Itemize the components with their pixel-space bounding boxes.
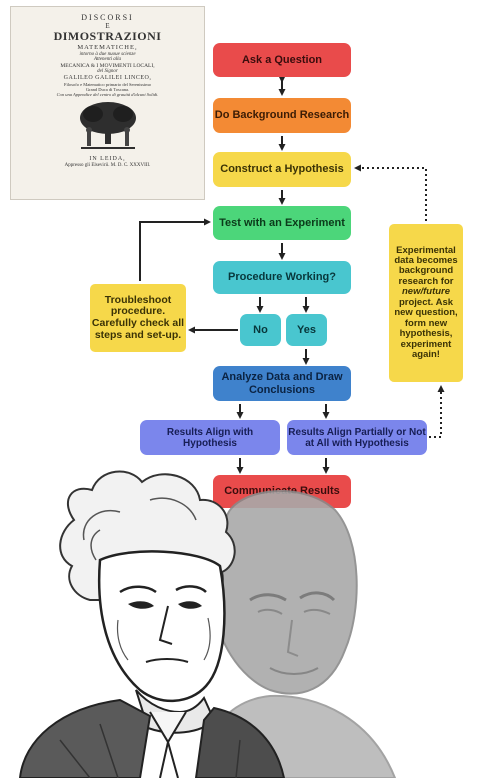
experimental-text-italic: new/future <box>401 286 451 298</box>
yes-box: Yes <box>286 314 327 346</box>
title-author: GALILEO GALILEI LINCEO, <box>63 75 152 82</box>
wojak-older-man-icon <box>18 470 286 778</box>
experimental-text-c: project. Ask new question, form new hypo… <box>394 296 458 360</box>
book-title-page: DISCORSI E DIMOSTRAZIONI MATEMATICHE, in… <box>10 6 205 200</box>
procedure-working-box: Procedure Working? <box>213 261 351 294</box>
title-line: intorno à due nuoue scienze <box>79 51 136 57</box>
no-box: No <box>240 314 281 346</box>
title-imprint: Appresso gli Elsevirii. M. D. C. XXXVIII… <box>64 163 151 169</box>
ask-question-box: Ask a Question <box>213 43 351 77</box>
title-line: DISCORSI <box>81 13 134 22</box>
title-main: DIMOSTRAZIONI <box>53 29 162 44</box>
dotted-arrow-partial-experimental <box>429 385 445 438</box>
title-line: E <box>105 22 110 31</box>
title-line: Grand Duca di Toscana. <box>85 87 130 93</box>
title-line: Attenenti alla <box>93 57 122 63</box>
experimental-text-a: Experimental data becomes background res… <box>394 244 458 287</box>
title-line: MATEMATICHE, <box>77 44 138 52</box>
title-line: MECANICA & I MOVIMENTI LOCALI, <box>60 63 155 69</box>
title-line: Filosofo e Matematico primario del Seren… <box>63 81 152 87</box>
background-research-box: Do Background Research <box>213 98 351 133</box>
experimental-text: Experimental data becomes background res… <box>392 244 460 361</box>
analyze-data-box: Analyze Data and Draw Conclusions <box>213 366 351 401</box>
printer-tree-emblem-icon <box>79 102 136 150</box>
results-align-box: Results Align with Hypothesis <box>140 420 280 455</box>
title-line: Con una Appendice del centro di grauità … <box>56 92 159 98</box>
test-experiment-box: Test with an Experiment <box>213 206 351 240</box>
construct-hypothesis-box: Construct a Hypothesis <box>213 152 351 187</box>
arrow-troubleshoot-test <box>139 218 211 281</box>
title-line: del Signor <box>97 69 118 75</box>
troubleshoot-box: Troubleshoot procedure. Carefully check … <box>90 284 186 352</box>
title-place: IN LEIDA, <box>89 156 126 163</box>
results-partial-box: Results Align Partially or Not at All wi… <box>287 420 427 455</box>
experimental-data-box: Experimental data becomes background res… <box>389 224 463 382</box>
